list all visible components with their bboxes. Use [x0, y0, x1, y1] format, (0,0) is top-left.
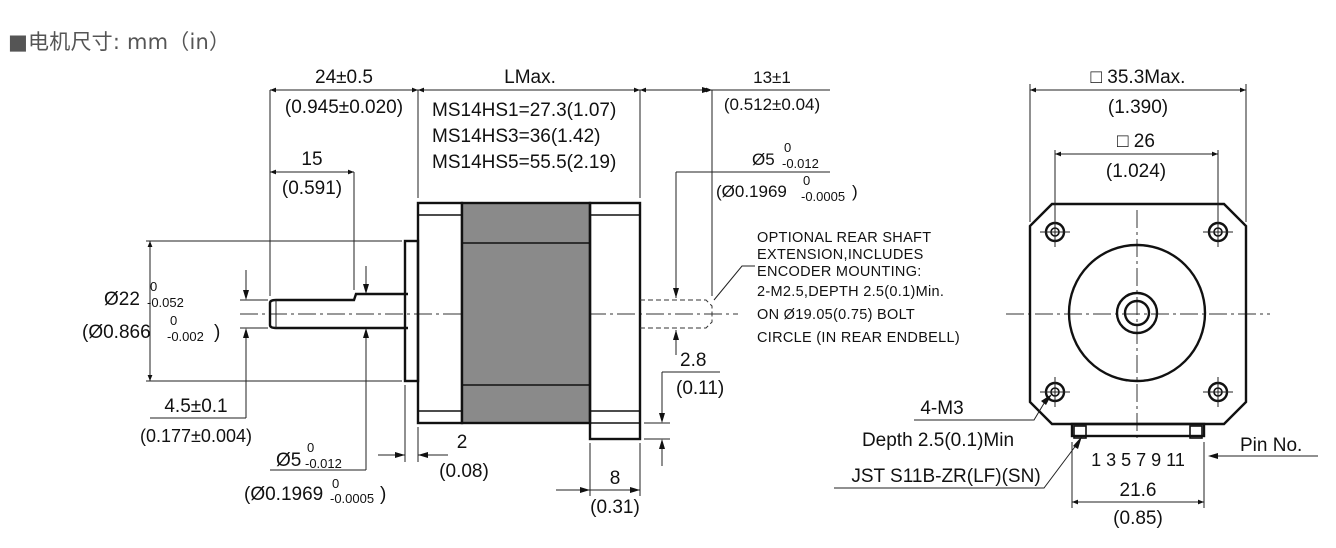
dim-rear-gap-in: (0.11) — [676, 378, 724, 399]
svg-text:0: 0 — [784, 140, 791, 155]
rear-shaft-note-6: CIRCLE (IN REAR ENDBELL) — [757, 330, 960, 346]
motor-square-body — [1028, 202, 1248, 426]
dim-square-max-mm: □ 35.3Max. — [1091, 67, 1186, 88]
svg-text:0: 0 — [170, 313, 177, 328]
svg-text:-0.052: -0.052 — [147, 295, 184, 310]
front-boss-circle — [1067, 243, 1207, 383]
svg-text:-0.002: -0.002 — [167, 329, 204, 344]
svg-text:0: 0 — [803, 173, 810, 188]
dim-connector-width-mm: 21.6 — [1120, 480, 1157, 501]
dim-boss-dia-mm: Ø22 — [104, 289, 140, 310]
dim-rear-dia-in: (Ø0.1969 — [716, 182, 787, 201]
dim-body-length: LMax. — [504, 67, 556, 88]
screw-depth: Depth 2.5(0.1)Min — [862, 430, 1014, 451]
dim-connector-width-in: (0.85) — [1113, 508, 1163, 529]
svg-text:-0.0005: -0.0005 — [330, 491, 374, 506]
dim-shaft-length-in: (0.945±0.020) — [285, 97, 403, 118]
dim-front-dia-mm: Ø5 — [276, 450, 301, 471]
pin-numbers: 1 3 5 7 9 11 — [1091, 450, 1185, 470]
body-length-hs5: MS14HS5=55.5(2.19) — [432, 152, 616, 173]
stator-body — [460, 201, 592, 425]
svg-text:0: 0 — [150, 279, 157, 294]
body-length-hs3: MS14HS3=36(1.42) — [432, 126, 600, 147]
svg-text:-0.012: -0.012 — [305, 456, 342, 471]
page-heading: ■电机尺寸: mm（in） — [8, 30, 231, 54]
dim-bolt-square-in: (1.024) — [1106, 161, 1166, 182]
front-boss — [403, 239, 420, 383]
screw-spec: 4-M3 — [920, 398, 963, 419]
dim-rear-length-in: (0.512±0.04) — [724, 95, 820, 114]
svg-text:): ) — [852, 182, 858, 201]
svg-text:): ) — [214, 322, 220, 343]
dim-boss-height-in: (0.08) — [439, 461, 489, 482]
connector-label: JST S11B-ZR(LF)(SN) — [851, 466, 1040, 487]
dim-flat-length-in: (0.591) — [282, 178, 342, 199]
dim-flat-depth-mm: 4.5±0.1 — [164, 396, 227, 417]
dim-rear-length-mm: 13±1 — [753, 68, 791, 87]
svg-text:-0.0005: -0.0005 — [801, 189, 845, 204]
dim-flange-in: (0.31) — [590, 497, 640, 518]
rear-endbell — [588, 201, 642, 441]
svg-text:0: 0 — [332, 476, 339, 491]
dim-flange-mm: 8 — [610, 468, 621, 489]
dim-square-max-in: (1.390) — [1108, 97, 1168, 118]
dim-bolt-square-mm: □ 26 — [1117, 131, 1155, 152]
mount-hole-br — [1203, 377, 1233, 407]
front-shaft — [268, 292, 408, 330]
dim-flat-length-mm: 15 — [301, 149, 322, 170]
mount-hole-tr — [1203, 217, 1233, 247]
side-view: 24±0.5 (0.945±0.020) 15 (0.591) LMax. MS… — [82, 67, 960, 518]
rear-shaft-note-3: ENCODER MOUNTING: — [757, 264, 922, 280]
svg-text:-0.012: -0.012 — [782, 156, 819, 171]
shaft-outer — [1115, 291, 1159, 335]
pin-number-label: Pin No. — [1240, 435, 1302, 456]
rear-shaft-note-4: 2-M2.5,DEPTH 2.5(0.1)Min. — [757, 284, 944, 300]
shaft-inner — [1123, 299, 1151, 327]
dim-front-dia-in: (Ø0.1969 — [244, 484, 323, 505]
dim-rear-dia-mm: Ø5 — [752, 150, 775, 169]
rear-shaft-note-5: ON Ø19.05(0.75) BOLT — [757, 307, 915, 323]
svg-text:): ) — [380, 484, 386, 505]
dim-boss-dia-in: (Ø0.866 — [82, 322, 151, 343]
rear-shaft-note-2: EXTENSION,INCLUDES — [757, 247, 924, 263]
dim-shaft-length-mm: 24±0.5 — [315, 67, 373, 88]
front-view: □ 35.3Max. (1.390) □ 26 (1.024) 4-M3 Dep… — [834, 67, 1318, 529]
body-length-hs1: MS14HS1=27.3(1.07) — [432, 100, 616, 121]
front-flange — [416, 201, 464, 425]
connector-jst — [1070, 422, 1206, 439]
mount-hole-tl — [1040, 217, 1070, 247]
svg-text:0: 0 — [307, 440, 314, 455]
dim-rear-gap-mm: 2.8 — [680, 350, 706, 371]
optional-rear-shaft — [640, 299, 713, 329]
dim-boss-height-mm: 2 — [457, 432, 468, 453]
rear-shaft-note-1: OPTIONAL REAR SHAFT — [757, 230, 931, 246]
mount-hole-bl — [1040, 377, 1070, 407]
dim-flat-depth-in: (0.177±0.004) — [140, 426, 252, 446]
